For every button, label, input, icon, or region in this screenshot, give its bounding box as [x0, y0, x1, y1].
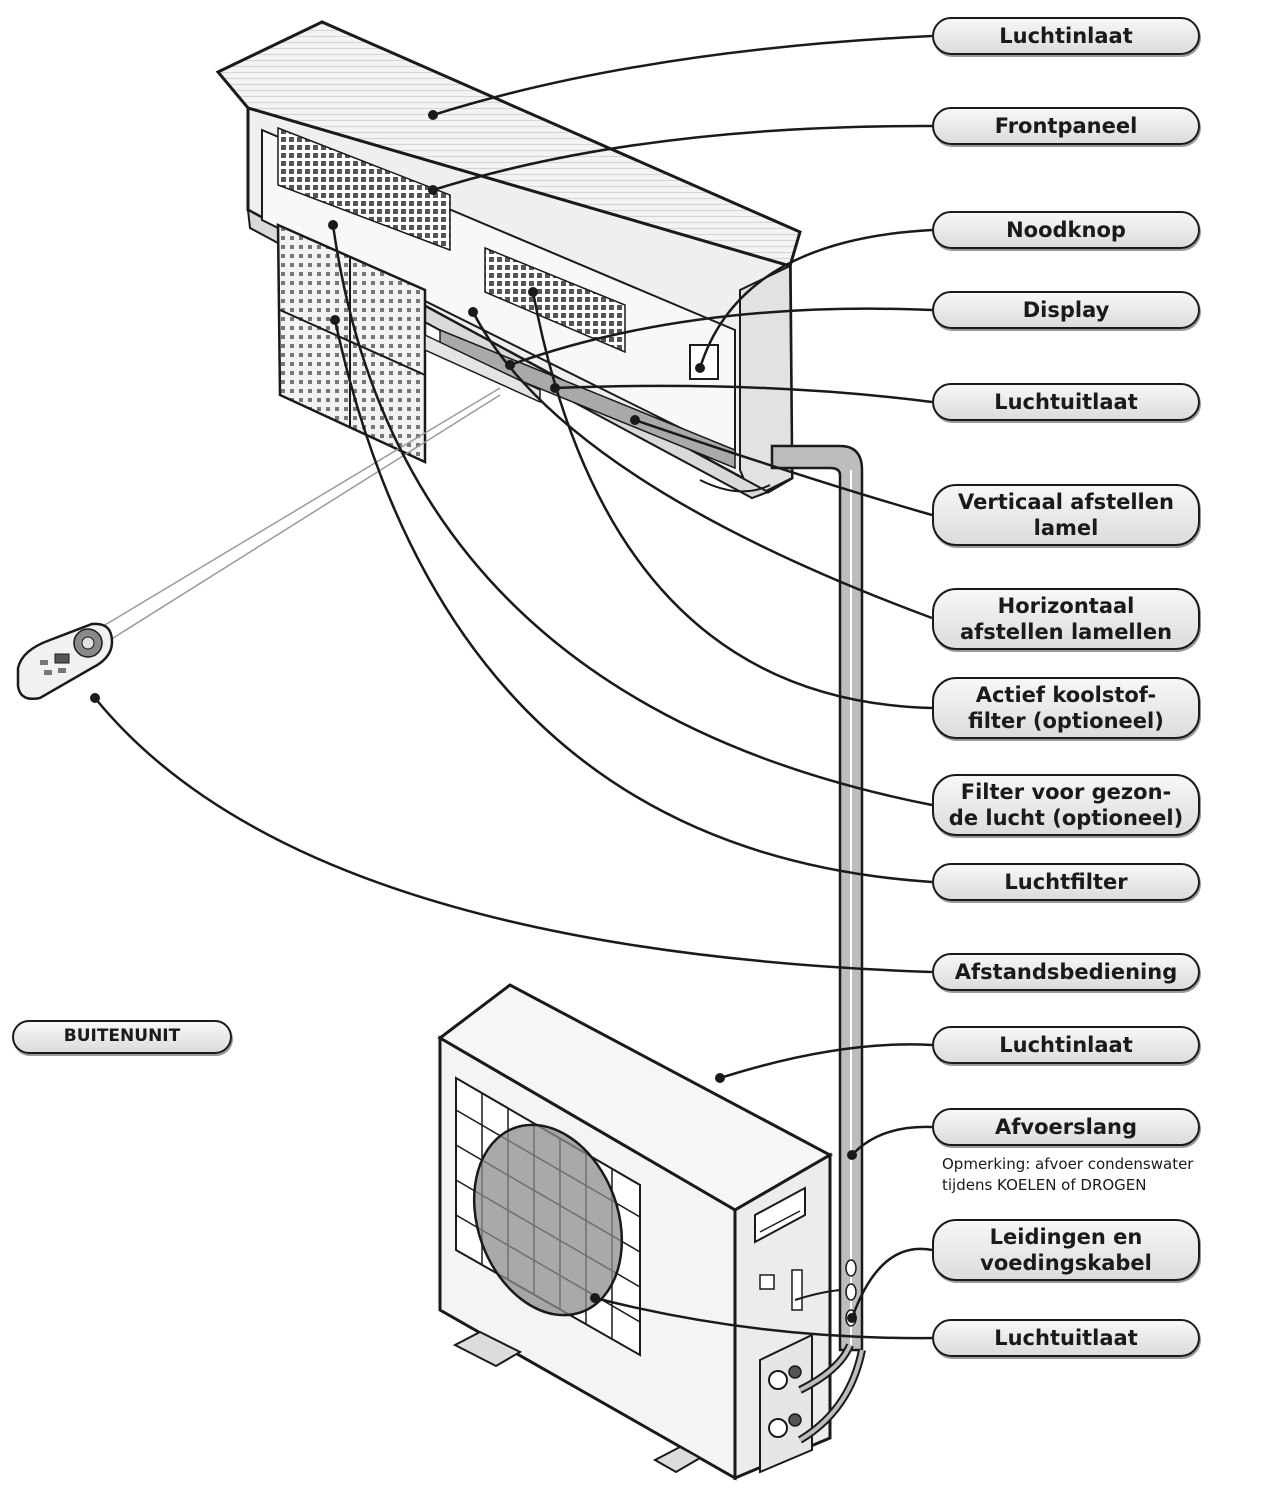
label-text: Afstandsbediening: [954, 959, 1178, 984]
label-text-line1: Horizontaal: [997, 593, 1135, 618]
label-text-line1: Filter voor gezon-: [960, 779, 1172, 804]
label-afstandsbediening: Afstandsbediening: [932, 953, 1200, 991]
label-text: Luchtinlaat: [999, 1032, 1133, 1057]
label-luchtuitlaat-indoor: Luchtuitlaat: [932, 383, 1200, 421]
label-afvoerslang: Afvoerslang: [932, 1108, 1200, 1146]
label-text-line2: afstellen lamellen: [959, 620, 1173, 644]
label-text: Frontpaneel: [994, 113, 1138, 138]
note-line1: Opmerking: afvoer condenswater: [942, 1155, 1194, 1173]
indoor-unit: [215, 20, 802, 500]
label-display: Display: [932, 291, 1200, 329]
label-text-line2: de lucht (optioneel): [948, 806, 1184, 830]
label-noodknop: Noodknop: [932, 211, 1200, 249]
label-luchtinlaat-outdoor: Luchtinlaat: [932, 1026, 1200, 1064]
label-text-line2: filter (optioneel): [968, 709, 1164, 733]
outdoor-unit: [437, 983, 866, 1481]
label-text-line1: Actief koolstof-: [975, 682, 1157, 707]
label-actief-koolstoffilter: Actief koolstof-filter (optioneel): [932, 677, 1200, 739]
label-frontpaneel: Frontpaneel: [932, 107, 1200, 145]
label-text: Afvoerslang: [995, 1114, 1137, 1139]
label-text: BUITENUNIT: [63, 1026, 181, 1047]
label-text: Luchtfilter: [1004, 869, 1128, 894]
drain-note: Opmerking: afvoer condenswater tijdens KO…: [942, 1154, 1260, 1196]
label-text-line1: Leidingen en: [989, 1224, 1143, 1249]
label-text: Luchtuitlaat: [994, 389, 1138, 414]
label-luchtuitlaat-outdoor: Luchtuitlaat: [932, 1319, 1200, 1357]
label-text: Noodknop: [1006, 217, 1126, 242]
label-text-line1: Verticaal afstellen: [958, 489, 1174, 514]
label-text: Display: [1022, 297, 1110, 322]
label-text-line2: voedingskabel: [980, 1251, 1152, 1275]
label-filter-gezonde-lucht: Filter voor gezon-de lucht (optioneel): [932, 774, 1200, 836]
label-text-line2: lamel: [1033, 516, 1099, 540]
label-text: Luchtuitlaat: [994, 1325, 1138, 1350]
label-luchtfilter: Luchtfilter: [932, 863, 1200, 901]
label-luchtinlaat-indoor: Luchtinlaat: [932, 17, 1200, 55]
leader-lines: [94, 34, 933, 1340]
label-text: Luchtinlaat: [999, 23, 1133, 48]
remote-control: [16, 622, 114, 700]
note-line2: tijdens KOELEN of DROGEN: [942, 1176, 1147, 1194]
remote-signal-beam: [104, 387, 501, 641]
air-filter: [276, 223, 427, 464]
leader-dots: [90, 110, 857, 1323]
label-buitenunit: BUITENUNIT: [12, 1020, 232, 1054]
